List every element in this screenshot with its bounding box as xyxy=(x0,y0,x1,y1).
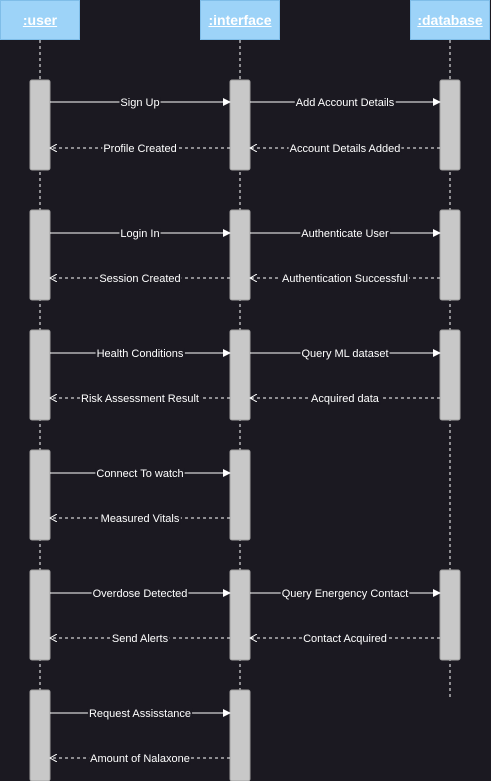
participant-interface[interactable]: :interface xyxy=(200,0,280,40)
message-label-bg xyxy=(310,393,381,405)
message-19[interactable]: Request Assisstance xyxy=(50,708,231,720)
message-9[interactable]: Health Conditions xyxy=(50,348,231,360)
activation-bar-user[interactable] xyxy=(29,329,51,421)
message-8[interactable]: Authentication Successful xyxy=(250,273,440,285)
message-label: Overdose Detected xyxy=(93,588,188,600)
message-label-bg xyxy=(280,588,410,600)
message-label: Authenticate User xyxy=(301,228,389,240)
message-label: Contact Acquired xyxy=(303,633,387,645)
message-label: Health Conditions xyxy=(97,348,184,360)
message-label-bg xyxy=(281,273,409,285)
message-label: Connect To watch xyxy=(96,468,183,480)
activation-bar-database[interactable] xyxy=(439,329,461,421)
message-label: Query Energency Contact xyxy=(282,588,409,600)
message-label-bg xyxy=(91,588,189,600)
message-label: Query ML dataset xyxy=(301,348,388,360)
message-label: Account Details Added xyxy=(290,143,401,155)
message-label: Login In xyxy=(120,228,159,240)
participant-user[interactable]: :user xyxy=(0,0,80,40)
message-label-bg xyxy=(87,708,193,720)
participant-interface-label: :interface xyxy=(208,12,272,28)
message-7[interactable]: Session Created xyxy=(50,273,230,285)
message-label: Add Account Details xyxy=(296,97,395,109)
message-5[interactable]: Login In xyxy=(50,228,231,240)
activation-bar-user[interactable] xyxy=(29,569,51,661)
message-label-bg xyxy=(119,228,161,240)
activation-bar-interface[interactable] xyxy=(229,79,251,171)
message-label-bg xyxy=(89,753,191,765)
message-label-bg xyxy=(110,633,170,645)
activation-bar-database[interactable] xyxy=(439,209,461,301)
activation-bar-database[interactable] xyxy=(439,569,461,661)
message-label: Session Created xyxy=(99,273,180,285)
message-label-bg xyxy=(302,633,388,645)
activation-bar-interface[interactable] xyxy=(229,209,251,301)
message-label-bg xyxy=(288,143,402,155)
message-label: Risk Assessment Result xyxy=(81,393,199,405)
message-14[interactable]: Measured Vitals xyxy=(50,513,230,525)
message-11[interactable]: Risk Assessment Result xyxy=(50,393,230,405)
message-label: Amount of Nalaxone xyxy=(90,753,190,765)
activation-bar-user[interactable] xyxy=(29,689,51,781)
activation-bar-interface[interactable] xyxy=(229,689,251,781)
message-18[interactable]: Contact Acquired xyxy=(250,633,440,645)
activation-bar-user[interactable] xyxy=(29,449,51,541)
message-16[interactable]: Query Energency Contact xyxy=(250,588,441,600)
message-label: Measured Vitals xyxy=(101,513,180,525)
message-20[interactable]: Amount of Nalaxone xyxy=(50,753,230,765)
message-3[interactable]: Profile Created xyxy=(50,143,230,155)
message-2[interactable]: Add Account Details xyxy=(250,97,441,109)
activation-bar-interface[interactable] xyxy=(229,449,251,541)
participant-user-label: :user xyxy=(22,12,58,28)
message-label: Sign Up xyxy=(120,97,159,109)
participant-database-label: :database xyxy=(417,12,483,28)
activation-bar-user[interactable] xyxy=(29,79,51,171)
message-label-bg xyxy=(98,273,182,285)
message-label-bg xyxy=(294,97,396,109)
message-label: Profile Created xyxy=(103,143,176,155)
message-10[interactable]: Query ML dataset xyxy=(250,348,441,360)
activation-bar-database[interactable] xyxy=(439,79,461,171)
message-15[interactable]: Overdose Detected xyxy=(50,588,231,600)
message-4[interactable]: Account Details Added xyxy=(250,143,440,155)
message-label: Authentication Successful xyxy=(282,273,408,285)
message-1[interactable]: Sign Up xyxy=(50,97,231,109)
message-label-bg xyxy=(300,348,390,360)
message-6[interactable]: Authenticate User xyxy=(250,228,441,240)
activation-bar-interface[interactable] xyxy=(229,329,251,421)
message-label: Send Alerts xyxy=(112,633,169,645)
message-label-bg xyxy=(102,143,178,155)
message-label-bg xyxy=(95,348,185,360)
message-13[interactable]: Connect To watch xyxy=(50,468,231,480)
activation-bar-user[interactable] xyxy=(29,209,51,301)
message-label-bg xyxy=(95,468,185,480)
message-17[interactable]: Send Alerts xyxy=(50,633,230,645)
message-label: Acquired data xyxy=(311,393,380,405)
message-label-bg xyxy=(99,513,181,525)
message-12[interactable]: Acquired data xyxy=(250,393,440,405)
activation-bar-interface[interactable] xyxy=(229,569,251,661)
participant-database[interactable]: :database xyxy=(410,0,490,40)
message-label-bg xyxy=(300,228,391,240)
message-label-bg xyxy=(80,393,200,405)
message-label: Request Assisstance xyxy=(89,708,191,720)
message-label-bg xyxy=(119,97,161,109)
